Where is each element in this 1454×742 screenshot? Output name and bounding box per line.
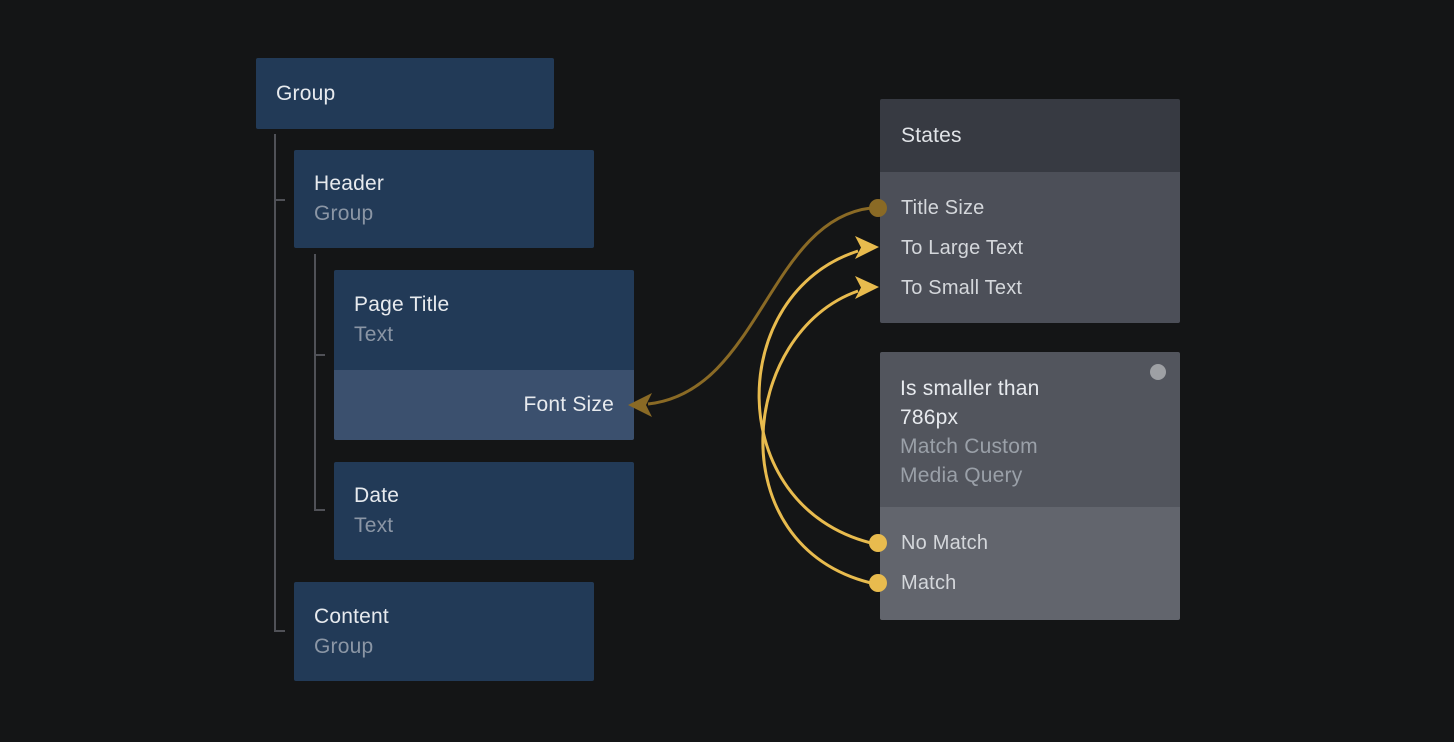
state-item-title-size[interactable]: Title Size xyxy=(901,196,985,219)
tree-line-vertical-group xyxy=(274,134,276,632)
tree-line-tick-content xyxy=(274,630,285,632)
layer-node-content-type: Group xyxy=(314,634,374,658)
layer-node-page-title-type: Text xyxy=(354,323,394,346)
layer-node-page-title[interactable]: Page Title Text xyxy=(334,270,634,370)
layer-node-date-type: Text xyxy=(354,514,394,537)
layer-node-content-title: Content xyxy=(314,604,389,628)
state-item-to-large-text[interactable]: To Large Text xyxy=(901,236,1024,259)
output-item-no-match[interactable]: No Match xyxy=(901,531,989,554)
layer-node-header-type: Group xyxy=(314,202,374,225)
layer-node-date-title: Date xyxy=(354,484,400,507)
states-panel: States Title Size To Large Text To Small… xyxy=(880,99,1180,323)
layer-node-header[interactable]: Header Group xyxy=(294,150,594,248)
tree-line-tick-date xyxy=(314,509,325,511)
property-row-font-size[interactable]: Font Size xyxy=(334,370,634,440)
connector-match-to-small-text[interactable] xyxy=(761,289,872,585)
arrowhead-to-small-text-icon xyxy=(855,276,879,299)
states-panel-body: Title Size To Large Text To Small Text xyxy=(880,172,1180,323)
output-item-match[interactable]: Match xyxy=(901,571,957,594)
layer-node-date[interactable]: Date Text xyxy=(334,462,634,560)
media-query-node-type: Match Custom Media Query xyxy=(900,435,1038,487)
state-item-to-small-text[interactable]: To Small Text xyxy=(901,276,1023,299)
layer-node-header-title: Header xyxy=(314,172,385,195)
layer-node-page-title-title: Page Title xyxy=(354,293,450,316)
states-panel-title: States xyxy=(901,123,962,147)
tree-line-vertical-header xyxy=(314,254,316,511)
media-query-node-body: No Match Match xyxy=(880,507,1180,620)
arrowhead-to-large-text-icon xyxy=(855,236,879,259)
layer-node-group[interactable]: Group xyxy=(256,58,554,129)
connector-title-size-to-font-size[interactable] xyxy=(647,206,872,406)
tree-line-tick-header xyxy=(274,199,285,201)
property-row-font-size-label: Font Size xyxy=(523,393,614,416)
connection-port-icon[interactable] xyxy=(1150,364,1166,380)
media-query-node-header[interactable]: Is smaller than 786px Match Custom Media… xyxy=(880,352,1180,507)
states-panel-header[interactable]: States xyxy=(880,99,1180,172)
media-query-node: Is smaller than 786px Match Custom Media… xyxy=(880,352,1180,620)
media-query-node-title: Is smaller than 786px xyxy=(900,377,1040,429)
connector-no-match-to-large-text[interactable] xyxy=(757,249,872,545)
tree-line-tick-page-title xyxy=(314,354,325,356)
layer-node-content[interactable]: Content Group xyxy=(294,582,594,681)
layer-node-group-title: Group xyxy=(276,81,336,105)
